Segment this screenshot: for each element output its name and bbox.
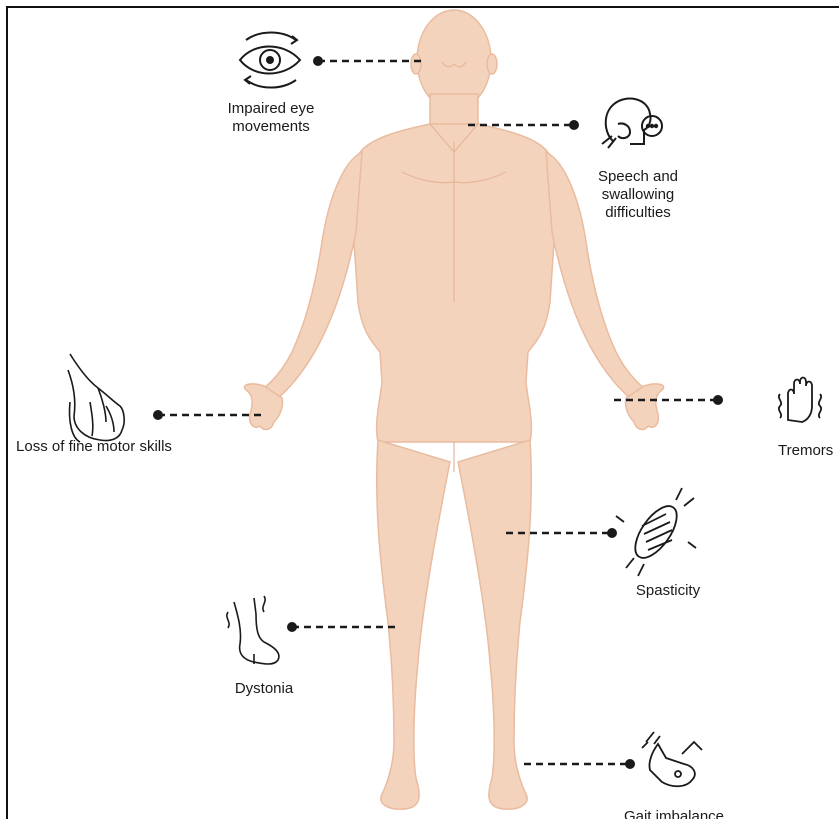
- gait-icon: [642, 732, 702, 786]
- speech-head-icon: [602, 99, 662, 148]
- tremor-hand-icon: [779, 378, 821, 423]
- label-spasticity: Spasticity: [618, 582, 718, 600]
- hand-icon: [68, 354, 124, 442]
- muscle-icon: [616, 488, 696, 576]
- label-impaired-eye-movements: Impaired eye movements: [196, 100, 346, 136]
- body-diagram: [8, 8, 839, 819]
- label-fine-motor: Loss of fine motor skills: [16, 438, 172, 456]
- label-tremors: Tremors: [778, 442, 833, 460]
- label-speech-swallowing: Speech and swallowing difficulties: [576, 168, 700, 222]
- foot-icon: [227, 596, 279, 664]
- label-gait-imbalance: Gait imbalance: [614, 808, 734, 819]
- eye-icon: [240, 33, 300, 88]
- diagram-frame: Impaired eye movements Speech and swallo…: [6, 6, 839, 819]
- label-dystonia: Dystonia: [214, 680, 314, 698]
